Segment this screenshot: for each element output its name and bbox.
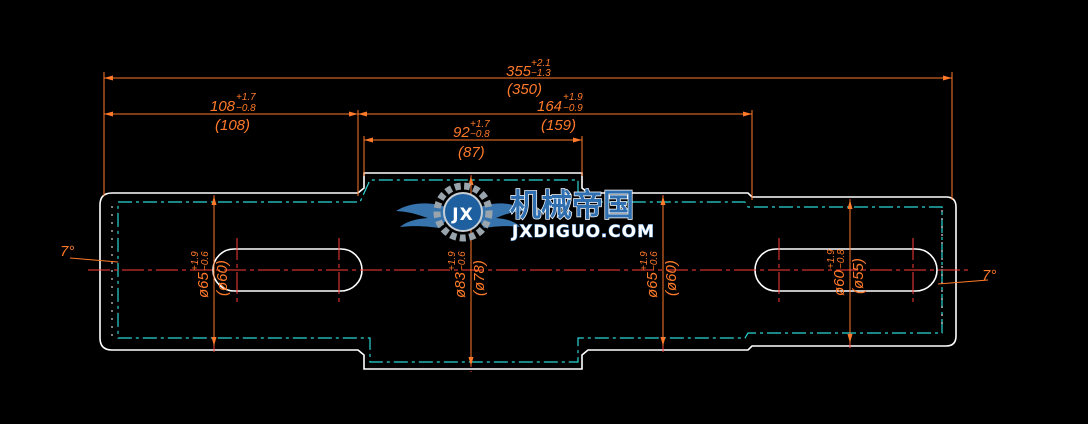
dim-dia-left-upper: +1.9 (190, 251, 201, 271)
dim-right-nominal: 164 (537, 98, 562, 115)
dim-left-section: 108 +1.7 −0.8 (108) (210, 92, 256, 134)
dim-dia-mid-right-ref: (ø60) (663, 260, 680, 296)
dim-right-upper: +1.9 (563, 92, 583, 103)
dim-dia-center-nominal: ø83 (452, 271, 469, 298)
dim-dia-center-ref: (ø78) (471, 260, 488, 296)
dim-dia-center-upper: +1.9 (447, 251, 458, 271)
dim-left-upper: +1.7 (236, 92, 256, 103)
watermark-logo: JX 机械帝国 JXDIGUO.COM (396, 182, 655, 243)
dim-dia-right-nominal: ø60 (831, 269, 848, 296)
dim-overall-upper: +2.1 (531, 58, 551, 69)
arrowheads (104, 75, 952, 366)
logo-url: JXDIGUO.COM (511, 222, 655, 242)
dim-right-section: 164 +1.9 −0.9 (159) (537, 92, 583, 134)
dim-dia-left: ø65 +1.9 −0.6 (ø60) (190, 251, 231, 298)
dim-overall: 355 +2.1 −1.3 (350) (506, 58, 551, 98)
dim-overall-lower: −1.3 (531, 68, 551, 79)
dim-overall-ref: (350) (507, 81, 542, 98)
dim-dia-left-ref: (ø60) (214, 260, 231, 296)
end-face-marks (111, 206, 943, 336)
dim-overall-nominal: 355 (506, 63, 532, 80)
keyway-left (212, 248, 363, 292)
dim-middle-nominal: 92 (453, 124, 470, 141)
dim-middle-upper: +1.7 (470, 119, 490, 130)
shaft-outline (99, 172, 957, 370)
dim-dia-center: ø83 +1.9 −0.6 (ø78) (447, 251, 488, 298)
dim-dia-mid-right-lower: −0.6 (649, 251, 660, 271)
dim-dia-mid-right: ø65 +1.9 −0.6 (ø60) (639, 251, 680, 298)
dim-dia-mid-right-upper: +1.9 (639, 251, 650, 271)
dim-dia-left-lower: −0.6 (200, 251, 211, 271)
keyway-right (754, 248, 938, 292)
finish-contour (117, 179, 943, 363)
dim-middle-lower: −0.8 (470, 129, 490, 140)
dim-right-lower: −0.9 (563, 103, 583, 114)
dim-dia-right-lower: −0.8 (836, 249, 847, 269)
logo-gear-icon (433, 182, 493, 242)
dim-dia-center-lower: −0.6 (457, 251, 468, 271)
angle-right: 7° (982, 267, 996, 284)
dim-dia-right-upper: +1.9 (826, 249, 837, 269)
dim-middle-ref: (87) (458, 144, 485, 161)
dim-dia-mid-right-nominal: ø65 (644, 271, 661, 298)
angle-left: 7° (60, 243, 74, 260)
dimension-lines (69, 72, 989, 366)
dim-middle-section: 92 +1.7 −0.8 (87) (453, 119, 490, 161)
dim-left-nominal: 108 (210, 98, 236, 115)
dim-left-ref: (108) (215, 117, 250, 134)
dim-dia-right-ref: (ø55) (850, 258, 867, 294)
dim-dia-left-nominal: ø65 (195, 271, 212, 298)
dim-right-ref: (159) (541, 117, 576, 134)
finish-contour-path (117, 179, 943, 363)
logo-name-cn: 机械帝国 (510, 188, 634, 224)
logo-emblem-text: JX (451, 205, 473, 225)
dim-dia-right: ø60 +1.9 −0.8 (ø55) (826, 249, 867, 296)
dim-left-lower: −0.8 (236, 103, 256, 114)
shaft-profile (99, 172, 957, 370)
